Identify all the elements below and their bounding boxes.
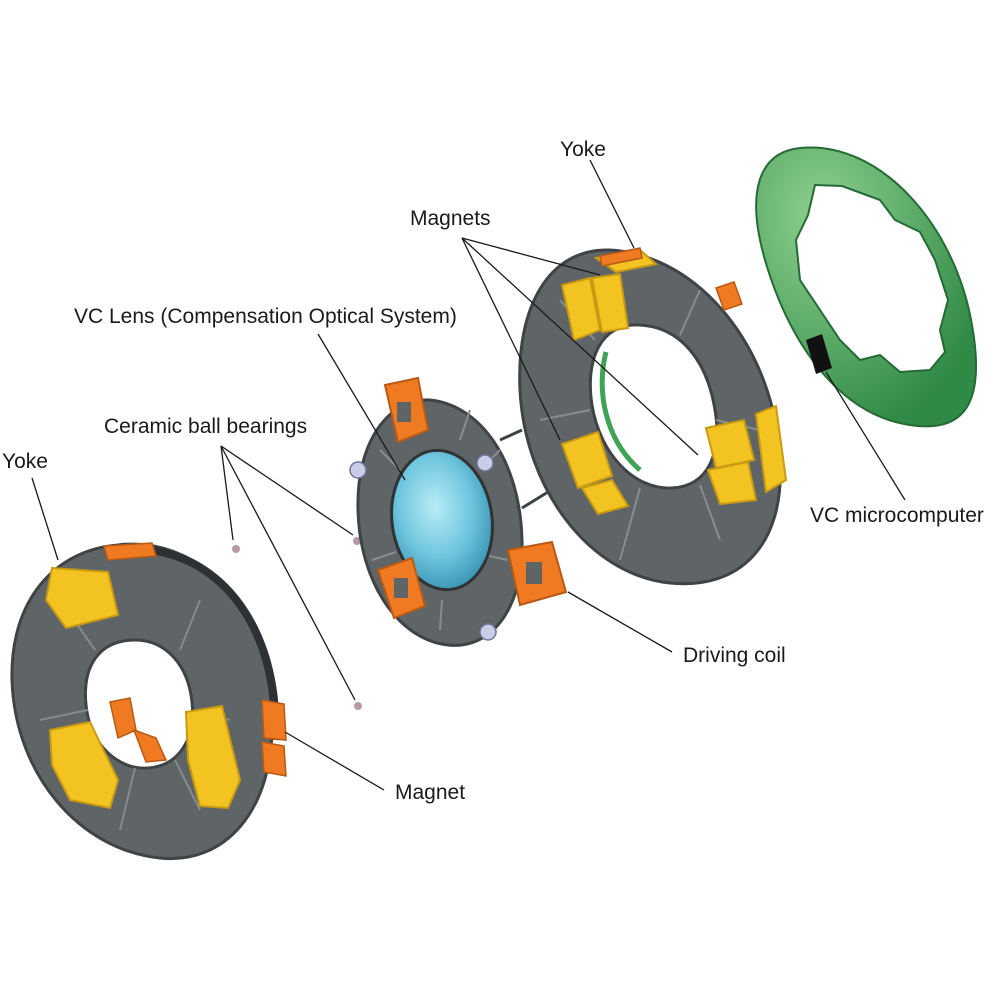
left-orange-tabs-center	[109, 697, 168, 763]
left-magnet-bottom	[48, 720, 120, 810]
label-driving-coil: Driving coil	[683, 644, 786, 667]
right-magnet-top-a	[560, 276, 602, 342]
left-magnet-right	[184, 704, 242, 810]
bearing-ball-1	[232, 545, 240, 553]
bearing-ball-2	[353, 537, 361, 545]
label-magnets: Magnets	[410, 207, 491, 230]
left-orange-tabs-side	[261, 699, 287, 777]
labels: Yoke Magnets VC Lens (Compensation Optic…	[2, 138, 984, 804]
vc-lens-assembly	[349, 376, 568, 647]
label-vc-lens: VC Lens (Compensation Optical System)	[74, 305, 457, 328]
label-yoke-left: Yoke	[2, 450, 48, 473]
label-magnet: Magnet	[395, 781, 465, 804]
leader-bearing-3	[220, 445, 356, 701]
pcb-board	[755, 146, 977, 428]
leader-vc-microcomputer	[825, 371, 906, 501]
ceramic-ball-bearings	[232, 537, 362, 710]
leader-bearing-1	[220, 445, 234, 541]
leader-magnet	[284, 731, 385, 791]
leader-yoke-left	[31, 477, 59, 561]
leader-driving-coil	[567, 591, 673, 653]
pcb-assembly	[755, 146, 977, 428]
lens-bearing-socket-top	[476, 454, 494, 472]
lens-pins	[499, 428, 549, 510]
right-yoke-assembly	[518, 247, 788, 586]
left-magnet-top	[44, 566, 120, 630]
right-magnet-right	[704, 418, 758, 506]
right-magnet-left-lower	[560, 430, 630, 516]
right-magnet-outer	[754, 404, 788, 494]
driving-coil-left-window	[394, 578, 408, 598]
driving-coil-top-window	[397, 402, 411, 422]
right-magnet-top-b	[590, 272, 630, 334]
leader-vc-lens	[317, 333, 406, 481]
label-vc-microcomputer: VC microcomputer	[810, 504, 984, 527]
label-yoke-right: Yoke	[560, 138, 606, 161]
vc-microcomputer-chip	[806, 334, 832, 374]
leader-lines	[31, 159, 906, 791]
leader-magnets-3	[461, 237, 561, 441]
right-orange-tab	[599, 247, 743, 311]
vc-lens-glass	[390, 448, 494, 592]
lens-bearing-socket-bottom	[479, 623, 497, 641]
leader-magnets-2	[461, 237, 699, 456]
leader-yoke-right	[589, 159, 635, 249]
driving-coil-right-window	[526, 562, 542, 584]
leader-magnets-1	[461, 237, 601, 276]
label-ceramic-ball-bearings: Ceramic ball bearings	[104, 415, 307, 438]
right-yoke-green-edge	[599, 351, 642, 472]
lens-bearing-socket-left	[349, 461, 367, 479]
left-orange-tabs-top	[103, 542, 157, 561]
left-yoke-assembly	[10, 542, 287, 861]
bearing-ball-3	[354, 702, 362, 710]
leader-bearing-2	[220, 445, 354, 536]
